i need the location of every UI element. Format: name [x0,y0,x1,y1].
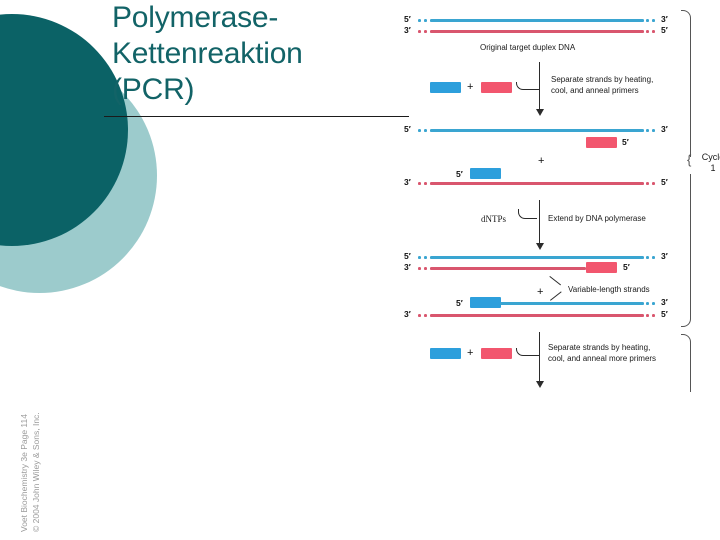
stage2-red-template [430,182,644,185]
primer-blue-annealed [470,168,501,179]
variable-leader-upper [549,276,562,286]
stage1-bottom-right-dots [644,30,658,33]
primer-red-step1 [481,82,512,93]
stage2-top-right-dots [644,129,658,132]
caption-separate1-line2: cool, and anneal primers [551,86,639,95]
stage1-top-left-dots [416,19,430,22]
caption-extend: Extend by DNA polymerase [548,214,646,223]
stage1-blue-strand [430,19,644,22]
label-dntps: dNTPs [481,214,507,224]
stage1-top-right-dots [644,19,658,22]
cycle-brace-top [681,10,691,20]
stage3-strand-c-blue [500,302,644,305]
cycle-brace-lower-shaft [689,174,691,317]
arrow-step4 [534,332,546,388]
stage3-d-right-dots [644,314,658,317]
credit-line-2: © 2004 John Wiley & Sons, Inc. [31,412,41,532]
caption-separate1-line1: Separate strands by heating, [551,75,654,84]
plus-step2: + [538,155,545,167]
plus-step1: + [467,81,474,93]
stage3-primer-blue [470,297,501,308]
stage3-a-left-prime: 5′ [404,251,411,261]
stage3-c-right-dots [644,302,658,305]
arrow-step1 [534,62,546,116]
caption-separate2-line1: Separate strands by heating, [548,343,651,352]
stage3-strand-a-blue [430,256,644,259]
next-cycle-brace-shaft [689,343,691,392]
stage2-bottom-right-prime: 5′ [661,177,668,187]
pcr-diagram: 5′ 3′ 3′ 5′ Original target duplex DNA +… [398,4,720,392]
stage2-blue-template [430,129,644,132]
caption-variable-length: Variable-length strands [568,285,650,294]
stage1-top-left-prime: 5′ [404,14,411,24]
stage3-c-primer-prime: 5′ [456,298,463,308]
cycle-brace-upper-shaft [689,19,691,157]
dntps-leader [518,209,537,219]
stage2-blue-primer-prime: 5′ [456,169,463,179]
stage2-bottom-left-dots [416,182,430,185]
stage3-primer-red [586,262,617,273]
stage2-top-left-prime: 5′ [404,124,411,134]
stage3-d-left-prime: 3′ [404,309,411,319]
source-credit: Voet Biochemistry 3e Page 114 © 2004 Joh… [18,362,42,532]
next-cycle-brace-top [681,334,691,344]
stage2-top-right-prime: 3′ [661,124,668,134]
cycle-brace-bottom [681,317,691,327]
stage3-d-left-dots [416,314,430,317]
cycle-brace-midpoint: { [687,152,692,167]
stage2-red-primer-prime: 5′ [622,137,629,147]
stage3-b-primer-prime: 5′ [623,262,630,272]
cycle-number: 1 [710,163,716,173]
cycle-word: Cycle [701,152,720,162]
plus-step4: + [467,347,474,359]
primer-blue-step4 [430,348,461,359]
stage3-strand-d-red [430,314,644,317]
stage1-bottom-left-prime: 3′ [404,25,411,35]
stage3-a-right-prime: 3′ [661,251,668,261]
title-line-2: Kettenreaktion [112,37,303,70]
primer-leader-step1 [516,82,539,90]
stage3-b-left-prime: 3′ [404,262,411,272]
cycle-label: Cycle 1 [698,152,720,174]
stage3-b-left-dots [416,267,430,270]
primer-blue-step1 [430,82,461,93]
title-line-1: Polymerase- [112,1,279,34]
primer-red-annealed [586,137,617,148]
stage2-top-left-dots [416,129,430,132]
stage3-c-right-prime: 3′ [661,297,668,307]
stage3-strand-b-red [430,267,586,270]
stage1-bottom-right-prime: 5′ [661,25,668,35]
credit-line-1: Voet Biochemistry 3e Page 114 [19,414,29,532]
arrow-step2 [534,200,546,250]
stage1-bottom-left-dots [416,30,430,33]
title-divider [104,116,409,117]
primer-leader-step4 [516,348,539,356]
stage1-red-strand [430,30,644,33]
caption-original-duplex: Original target duplex DNA [480,43,576,52]
stage2-bottom-right-dots [644,182,658,185]
stage3-d-right-prime: 5′ [661,309,668,319]
primer-red-step4 [481,348,512,359]
caption-separate2-line2: cool, and anneal more primers [548,354,657,363]
page-title: Polymerase- Kettenreaktion (PCR) [112,0,412,108]
stage2-bottom-left-prime: 3′ [404,177,411,187]
stage1-top-right-prime: 3′ [661,14,668,24]
plus-step3: + [537,286,544,298]
stage3-a-left-dots [416,256,430,259]
stage3-a-right-dots [644,256,658,259]
title-line-3: (PCR) [112,73,195,106]
variable-leader-lower [550,291,562,301]
